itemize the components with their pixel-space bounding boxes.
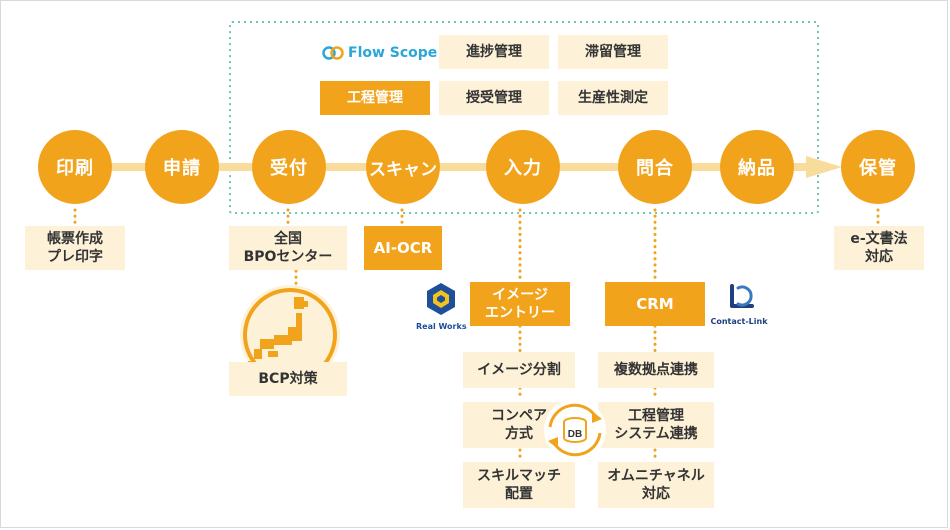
flowscope-dotted-frame [229, 21, 819, 214]
flowscope-logo: Flow Scope [322, 42, 437, 64]
contactlink-logo: Contact-Link [704, 282, 774, 326]
step-print: 印刷 [38, 130, 112, 204]
db-sync-icon: DB [544, 399, 606, 461]
storage-note: e-文書法 対応 [834, 226, 924, 270]
step-inquiry: 問合 [618, 130, 692, 204]
ai-ocr-box: AI-OCR [364, 226, 442, 270]
feature-handover-management: 授受管理 [439, 81, 549, 115]
db-label: DB [568, 429, 582, 440]
realworks-mark-icon [427, 283, 455, 315]
feature-stagnation-management: 滞留管理 [558, 35, 668, 69]
skill-match-box: スキルマッチ 配置 [463, 462, 575, 508]
step-application: 申請 [145, 130, 219, 204]
flowscope-logo-text: Flow Scope [348, 45, 438, 61]
image-split-box: イメージ分割 [463, 352, 575, 388]
contactlink-logo-text: Contact-Link [710, 317, 768, 326]
step-scan: スキャン [366, 130, 440, 204]
contactlink-mark-icon [730, 284, 754, 308]
process-system-link-box: 工程管理 システム連携 [598, 402, 714, 448]
reception-note: 全国 BPOセンター [229, 226, 347, 270]
feature-progress-management: 進捗管理 [439, 35, 549, 69]
step-delivery: 納品 [720, 130, 794, 204]
step-input: 入力 [486, 130, 560, 204]
realworks-logo: Real Works [416, 282, 467, 331]
flow-arrow [806, 156, 842, 178]
feature-productivity-measurement: 生産性測定 [558, 81, 668, 115]
bcp-box: BCP対策 [229, 362, 347, 396]
multi-site-box: 複数拠点連携 [598, 352, 714, 388]
image-entry-box: イメージ エントリー [470, 282, 570, 326]
realworks-logo-text: Real Works [416, 322, 467, 331]
crm-box: CRM [605, 282, 705, 326]
flowscope-mark-icon [322, 46, 344, 60]
feature-process-management: 工程管理 [320, 81, 430, 115]
dotted-verticals [73, 208, 880, 464]
step-reception: 受付 [252, 130, 326, 204]
step-storage: 保管 [841, 130, 915, 204]
print-note: 帳票作成 プレ印字 [25, 226, 125, 270]
omnichannel-box: オムニチャネル 対応 [598, 462, 714, 508]
